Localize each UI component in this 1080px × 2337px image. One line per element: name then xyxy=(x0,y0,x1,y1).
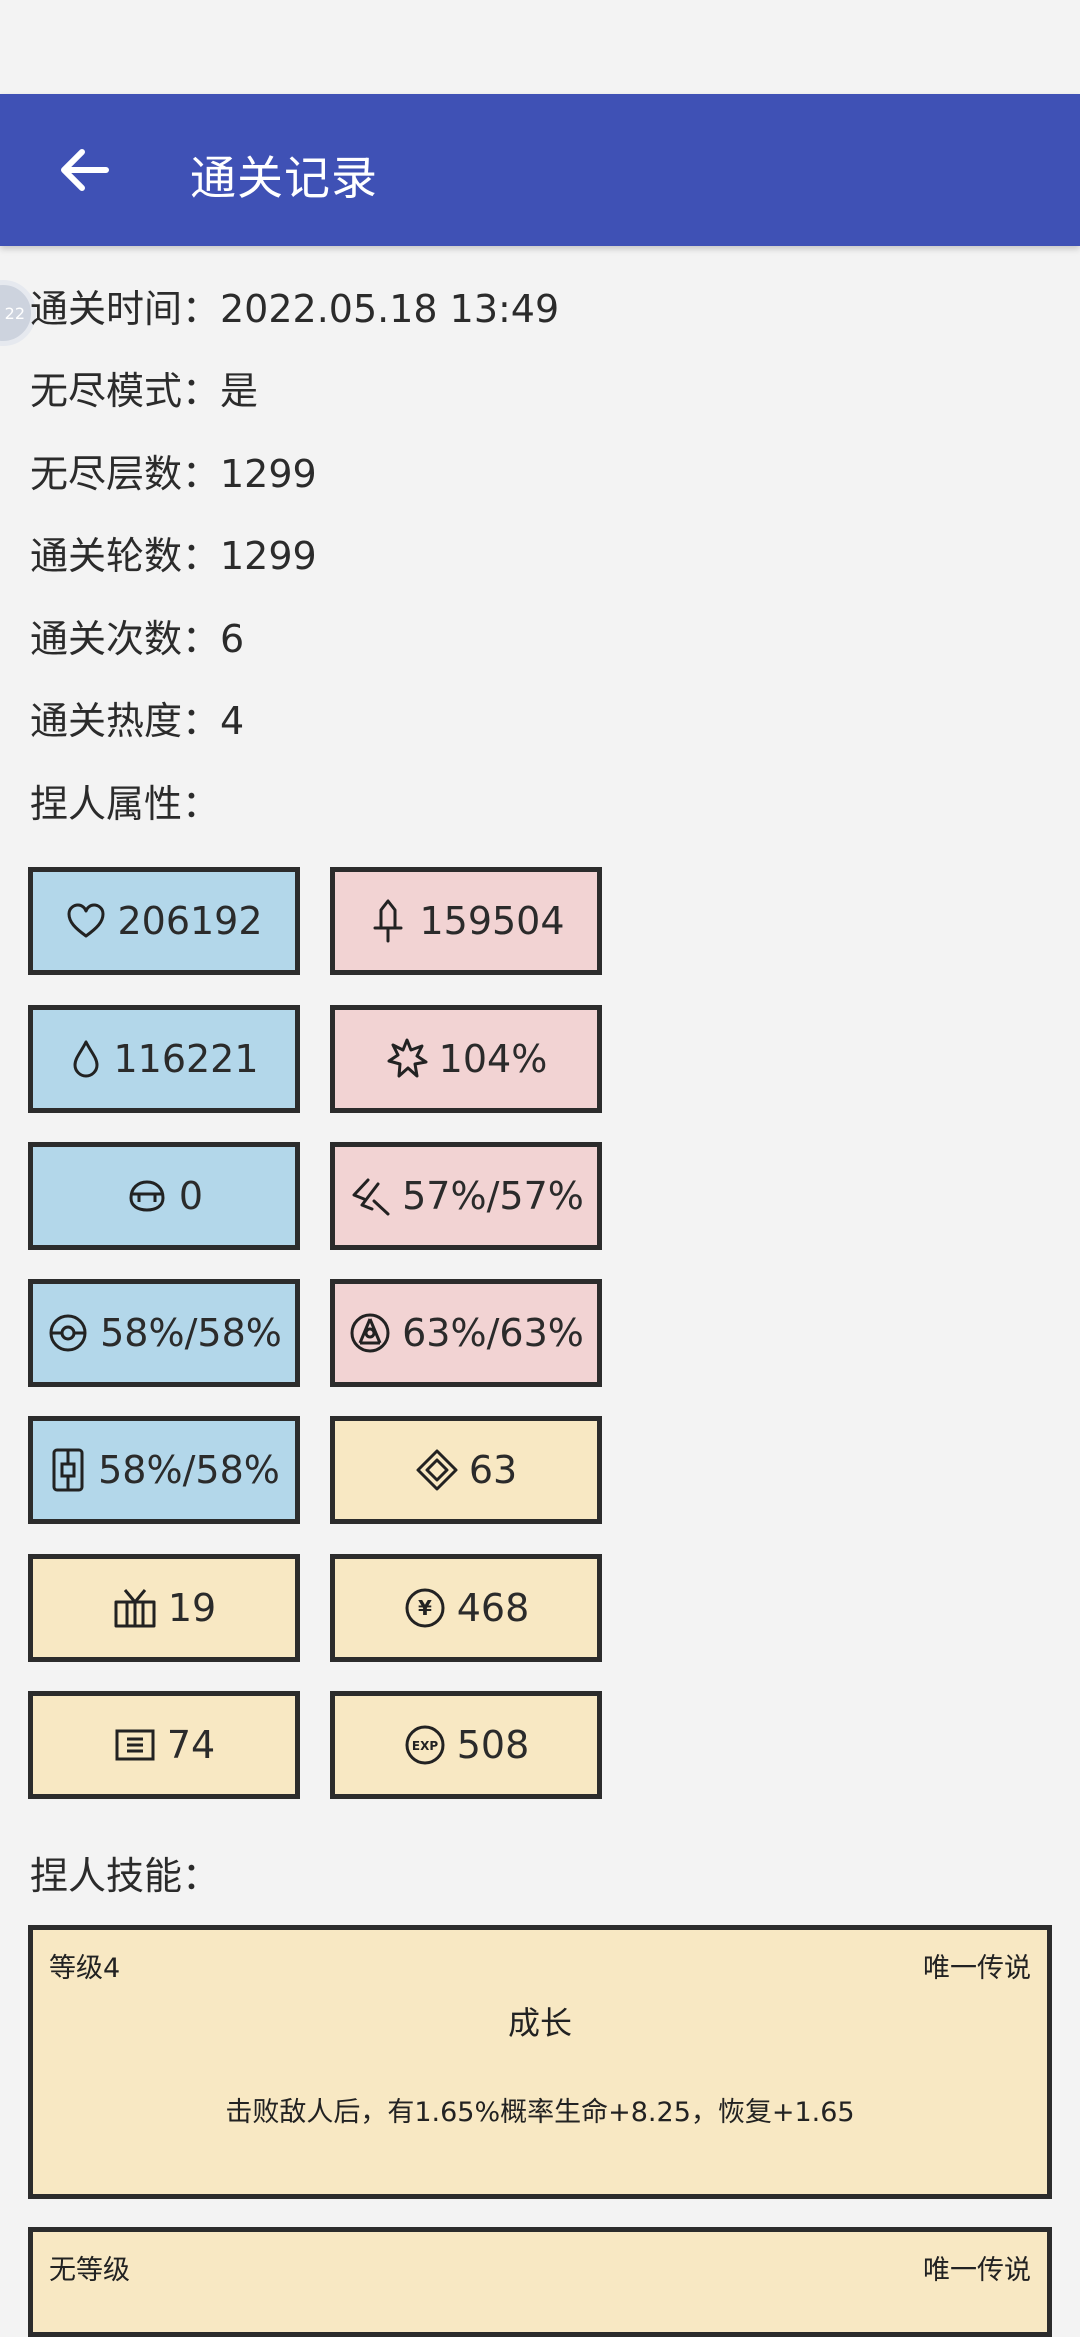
shield-ring-icon xyxy=(49,1314,87,1352)
stat-value: 74 xyxy=(166,1723,216,1767)
stat-attack: 159504 xyxy=(330,867,602,975)
exp-coin-icon: EXP xyxy=(405,1725,445,1765)
skill-card[interactable]: 无等级 唯一传说 xyxy=(28,2227,1052,2337)
clear-rounds: 通关轮数：1299 xyxy=(30,534,317,578)
stat-armor: 0 xyxy=(28,1142,300,1250)
stat-crit: 104% xyxy=(330,1005,602,1113)
skill-rarity: 唯一传说 xyxy=(923,2255,1031,2286)
diamond-icon xyxy=(416,1449,458,1491)
skills-heading: 捏人技能： xyxy=(30,1854,221,1898)
skill-name: 成长 xyxy=(507,2004,572,2042)
stat-value: 508 xyxy=(456,1723,530,1767)
stat-hp: 206192 xyxy=(28,867,300,975)
endless-floors: 无尽层数：1299 xyxy=(30,452,317,496)
stat-regen: 116221 xyxy=(28,1005,300,1113)
heart-icon xyxy=(67,903,105,938)
clear-heat: 通关热度：4 xyxy=(30,699,245,743)
stat-value: 104% xyxy=(438,1037,548,1081)
attributes-heading: 捏人属性： xyxy=(30,782,221,826)
stat-gold: ¥ 468 xyxy=(330,1554,602,1662)
stat-value: 19 xyxy=(167,1586,217,1630)
skill-level: 无等级 xyxy=(49,2255,130,2286)
stat-scroll: 74 xyxy=(28,1691,300,1799)
sword-icon xyxy=(373,899,403,943)
floating-ball-label: 22 xyxy=(4,303,25,323)
stat-value: 58%/58% xyxy=(98,1448,280,1492)
skill-level: 等级4 xyxy=(49,1953,121,1984)
drop-icon xyxy=(73,1040,99,1078)
burst-icon xyxy=(387,1038,428,1078)
app-bar: 通关记录 xyxy=(0,94,1080,246)
stat-value: 58%/58% xyxy=(100,1311,282,1355)
triad-icon xyxy=(350,1313,390,1353)
clear-count: 通关次数：6 xyxy=(30,617,245,661)
stat-gem: 63 xyxy=(330,1416,602,1524)
stat-combo: 63%/63% xyxy=(330,1279,602,1387)
stat-value: 57%/57% xyxy=(402,1174,584,1218)
stat-pierce: 57%/57% xyxy=(330,1142,602,1250)
skill-rarity: 唯一传说 xyxy=(923,1953,1031,1984)
stat-value: 0 xyxy=(178,1174,204,1218)
skill-card[interactable]: 等级4 唯一传说 成长 击败敌人后，有1.65%概率生命+8.25，恢复+1.6… xyxy=(28,1925,1052,2199)
stat-value: 468 xyxy=(456,1586,530,1630)
blades-icon xyxy=(352,1178,390,1216)
lever-icon xyxy=(52,1448,84,1492)
stat-value: 159504 xyxy=(419,899,565,943)
skill-description: 击败敌人后，有1.65%概率生命+8.25，恢复+1.65 xyxy=(225,2097,855,2128)
yen-coin-icon: ¥ xyxy=(405,1588,445,1628)
back-button[interactable] xyxy=(44,132,124,208)
page-title: 通关记录 xyxy=(190,151,378,205)
stat-block: 58%/58% xyxy=(28,1416,300,1524)
arrow-left-icon xyxy=(61,149,109,191)
svg-text:¥: ¥ xyxy=(418,1596,432,1620)
endless-mode: 无尽模式：是 xyxy=(30,369,259,413)
stat-value: 63%/63% xyxy=(402,1311,584,1355)
stat-value: 63 xyxy=(468,1448,518,1492)
stat-gift: 19 xyxy=(28,1554,300,1662)
helmet-icon xyxy=(129,1180,165,1212)
gift-icon xyxy=(114,1589,156,1628)
clear-time: 通关时间：2022.05.18 13:49 xyxy=(30,287,560,331)
svg-text:EXP: EXP xyxy=(412,1739,438,1753)
stat-dodge: 58%/58% xyxy=(28,1279,300,1387)
stat-exp: EXP 508 xyxy=(330,1691,602,1799)
stat-value: 116221 xyxy=(113,1037,259,1081)
stat-value: 206192 xyxy=(117,899,263,943)
scroll-box-icon xyxy=(115,1729,155,1761)
